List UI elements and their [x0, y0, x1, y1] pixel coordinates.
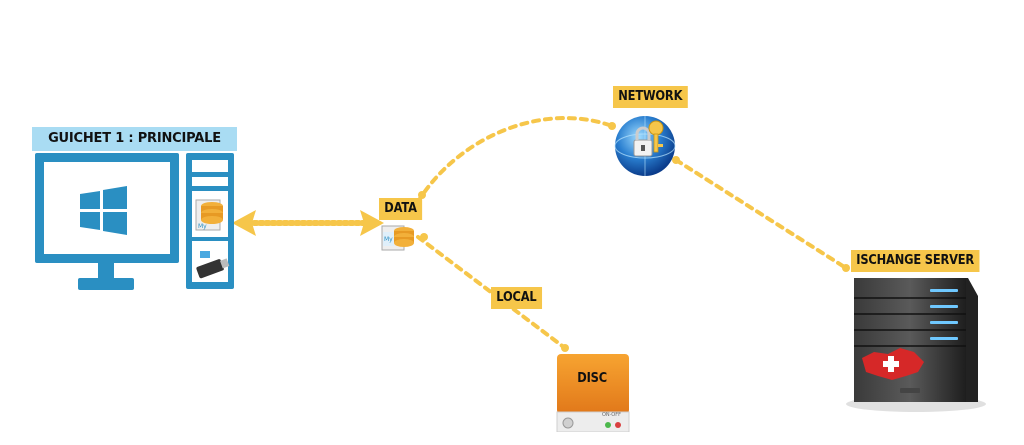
network-label: NETWORK	[613, 86, 688, 108]
disc-drive-graphic	[556, 354, 630, 432]
monitor-base	[78, 278, 134, 290]
data-label: DATA	[379, 198, 423, 220]
connector-dot	[561, 344, 569, 352]
data-database-icon[interactable]: My	[380, 224, 416, 252]
drive-bay	[192, 237, 228, 241]
data-to-network-link	[410, 116, 614, 214]
connector-dot	[672, 156, 680, 164]
svg-text:My: My	[198, 223, 207, 230]
drive-bay	[192, 172, 228, 177]
arrowhead-left	[232, 210, 256, 236]
connector-dot	[842, 264, 850, 272]
svg-text:My: My	[384, 236, 393, 243]
disc-switch-text: ON·OFF	[602, 412, 621, 418]
server-icon[interactable]	[844, 276, 1004, 414]
windows-logo-icon	[80, 186, 127, 235]
data-to-disc-link	[416, 235, 567, 350]
server-label: ISCHANGE SERVER	[851, 250, 980, 272]
connector-dot	[418, 191, 426, 199]
workstation-title: GUICHET 1 : PRINCIPALE	[32, 127, 237, 151]
monitor-neck	[98, 263, 114, 279]
connector-dot	[420, 233, 428, 241]
local-label: LOCAL	[491, 287, 542, 309]
disc-label: DISC	[577, 371, 607, 386]
drive-bay	[192, 186, 228, 191]
network-lock-icon[interactable]	[612, 112, 678, 178]
database-icon: My	[195, 199, 223, 231]
network-to-server-link	[674, 158, 848, 270]
disc-drive-icon[interactable]: DISC ON·OFF	[556, 354, 630, 432]
usb-key-icon	[196, 251, 230, 279]
swiss-map-icon	[862, 348, 924, 380]
arrowhead-right	[360, 210, 384, 236]
connector-dot	[608, 122, 616, 130]
